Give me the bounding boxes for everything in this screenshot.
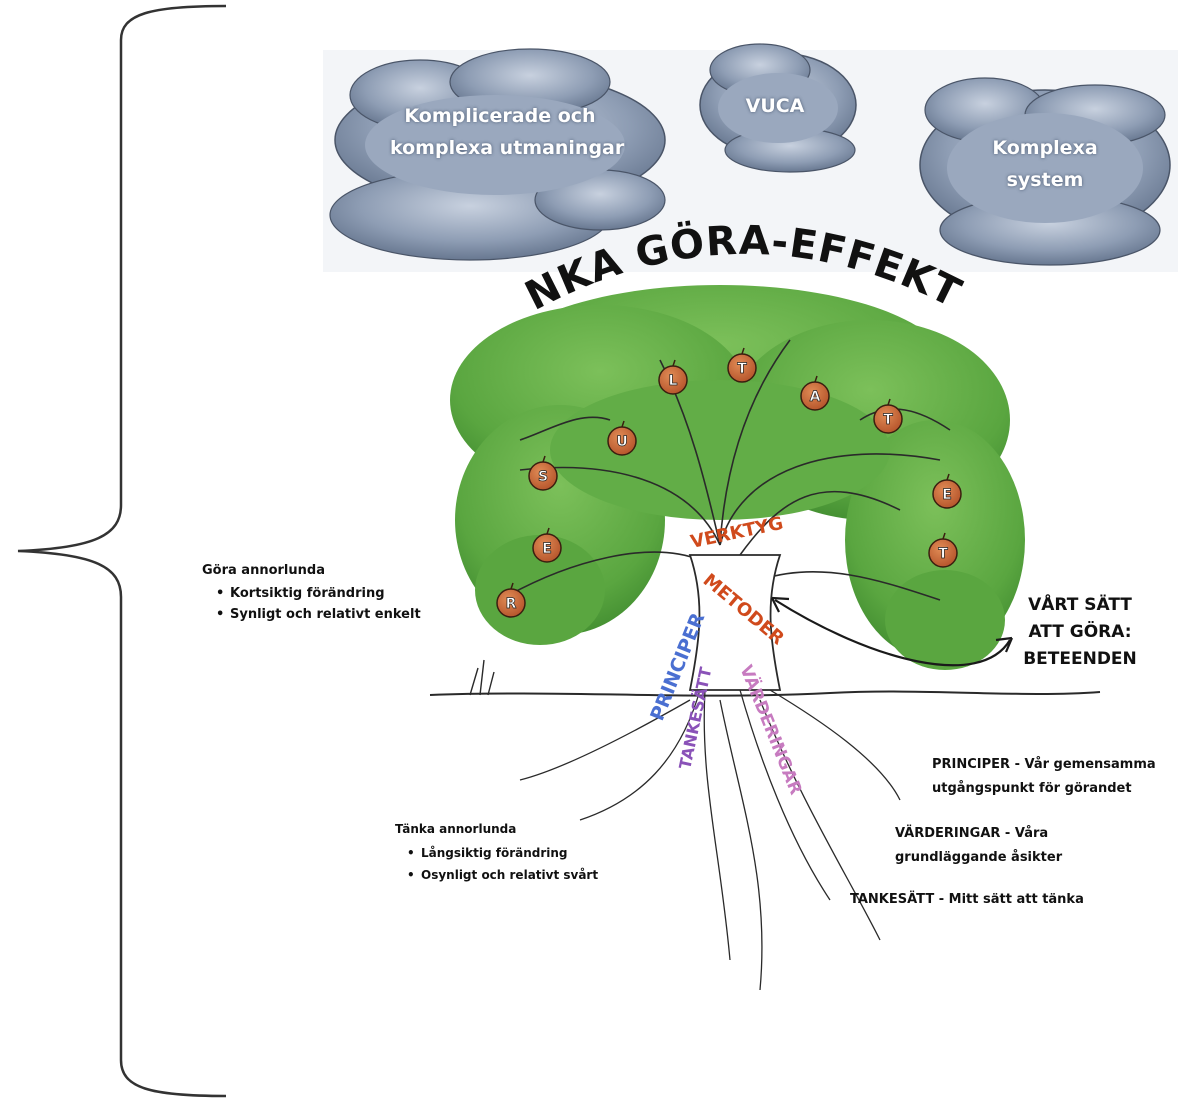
values-definition-line-1: VÄRDERINGAR - Våra	[895, 822, 1062, 846]
cloud-label-line: komplexa utmaningar	[390, 132, 610, 164]
list-item: Långsiktig förändring	[405, 842, 598, 864]
behaviour-line-3: BETEENDEN	[1005, 646, 1155, 673]
behaviour-label: VÅRT SÄTT ATT GÖRA: BETEENDEN	[1005, 592, 1155, 673]
arrowhead-tree	[772, 598, 789, 612]
list-item: Synligt och relativt enkelt	[214, 604, 421, 625]
mindset-definition: TANKESÄTT - Mitt sätt att tänka	[850, 888, 1084, 912]
values-definition-line-2: grundläggande åsikter	[895, 846, 1062, 870]
cloud-label-line: VUCA	[720, 90, 830, 122]
behaviour-line-1: VÅRT SÄTT	[1005, 592, 1155, 619]
behaviour-line-2: ATT GÖRA:	[1005, 619, 1155, 646]
curly-brace	[18, 6, 226, 1096]
apple-letter: E	[942, 487, 952, 503]
cloud-label-vuca: VUCA	[720, 90, 830, 122]
cloud-label-complex: Komplexa system	[975, 132, 1115, 196]
cloud-label-line: Komplexa	[975, 132, 1115, 164]
think-differently-note: Tänka annorlunda Långsiktig förändring O…	[395, 818, 598, 886]
apple-letter: U	[616, 434, 627, 450]
do-differently-note: Göra annorlunda Kortsiktig förändring Sy…	[202, 560, 421, 625]
apple-letter: S	[538, 469, 548, 485]
values-definition: VÄRDERINGAR - Våra grundläggande åsikter	[895, 822, 1062, 870]
principles-definition-line-2: utgångspunkt för görandet	[932, 777, 1156, 801]
principles-definition-line-1: PRINCIPER - Vår gemensamma	[932, 753, 1156, 777]
think-differently-heading: Tänka annorlunda	[395, 818, 598, 840]
cloud-label-line: Komplicerade och	[390, 100, 610, 132]
do-differently-heading: Göra annorlunda	[202, 560, 421, 581]
cloud-label-line: system	[975, 164, 1115, 196]
apple-letter: R	[506, 596, 517, 612]
cloud-label-complicated: Komplicerade och komplexa utmaningar	[390, 100, 610, 164]
principles-definition: PRINCIPER - Vår gemensamma utgångspunkt …	[932, 753, 1156, 801]
apple-letter: E	[542, 541, 552, 557]
apple-letter: T	[737, 361, 747, 377]
list-item: Kortsiktig förändring	[214, 583, 421, 604]
list-item: Osynligt och relativt svårt	[405, 864, 598, 886]
apple-letter: A	[810, 389, 821, 405]
apple-letter: T	[883, 412, 893, 428]
apple-letter: L	[669, 373, 678, 389]
grass-tuft	[470, 660, 494, 695]
mindset-definition-line: TANKESÄTT - Mitt sätt att tänka	[850, 888, 1084, 912]
apple-letter: T	[938, 546, 948, 562]
